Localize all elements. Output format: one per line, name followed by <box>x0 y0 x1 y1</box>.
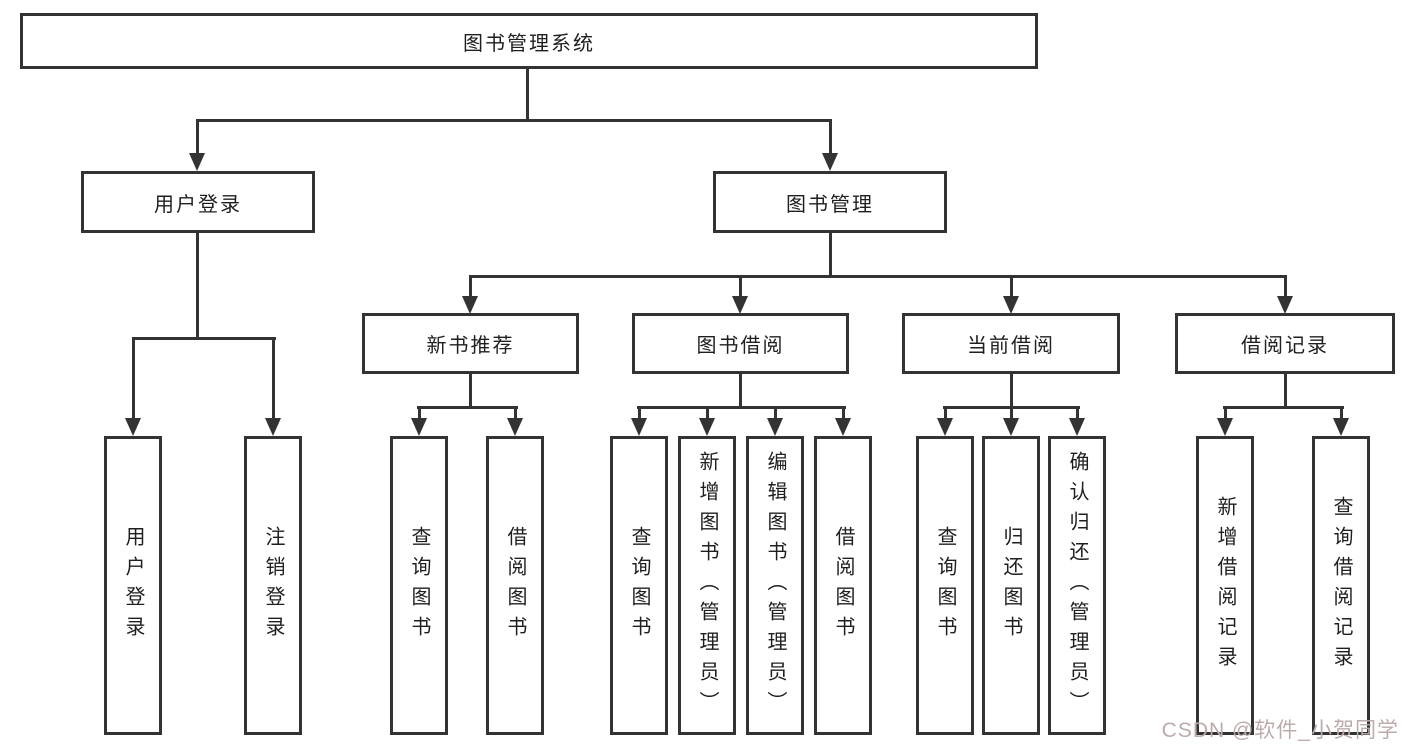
node-user-login: 用户登录 <box>81 171 315 233</box>
connector-line <box>739 275 742 298</box>
connector-line <box>637 406 846 409</box>
connector-line <box>1284 374 1287 408</box>
arrowhead-icon <box>1069 418 1085 436</box>
connector-line <box>706 406 709 420</box>
connector-line <box>739 374 742 408</box>
arrowhead-icon <box>699 418 715 436</box>
arrowhead-icon <box>1333 418 1349 436</box>
leaf-label: 查询图书 <box>628 525 650 646</box>
connector-line <box>514 406 517 420</box>
connector-line <box>1223 406 1344 409</box>
leaf-label: 新增图书（管理员） <box>696 450 718 721</box>
connector-line <box>1076 406 1079 420</box>
node-borrow-records: 借阅记录 <box>1175 313 1395 374</box>
node-label: 图书借阅 <box>696 335 785 357</box>
connector-line <box>1224 406 1227 420</box>
connector-line <box>469 275 472 298</box>
connector-line <box>829 119 832 155</box>
node-root: 图书管理系统 <box>20 13 1038 69</box>
node-label: 用户登录 <box>154 193 242 216</box>
connector-line <box>272 337 275 420</box>
connector-line <box>417 406 518 409</box>
connector-line <box>944 406 947 420</box>
arrowhead-icon <box>732 296 748 314</box>
leaf-return-books: 归还图书 <box>982 436 1040 735</box>
connector-line <box>526 69 529 120</box>
arrowhead-icon <box>937 418 953 436</box>
leaf-label: 借阅图书 <box>832 525 854 646</box>
node-label: 当前借阅 <box>967 335 1055 357</box>
leaf-add-books-admin: 新增图书（管理员） <box>678 436 736 735</box>
node-book-borrow: 图书借阅 <box>632 313 849 374</box>
arrowhead-icon <box>462 296 478 314</box>
node-root-label: 图书管理系统 <box>463 32 595 55</box>
connector-line <box>1010 275 1013 298</box>
leaf-query-books-2: 查询图书 <box>610 436 668 735</box>
leaf-confirm-return-admin: 确认归还（管理员） <box>1048 436 1106 735</box>
connector-line <box>1284 275 1287 298</box>
connector-line <box>132 337 276 340</box>
node-label: 图书管理 <box>786 193 874 216</box>
leaf-label: 编辑图书（管理员） <box>764 450 786 721</box>
leaf-borrow-books-2: 借阅图书 <box>814 436 872 735</box>
node-book-management: 图书管理 <box>713 171 947 233</box>
leaf-label: 注销登录 <box>262 525 284 646</box>
leaf-label: 借阅图书 <box>504 525 526 646</box>
connector-line <box>469 275 1287 278</box>
arrowhead-icon <box>1217 418 1233 436</box>
leaf-query-books-1: 查询图书 <box>390 436 448 735</box>
node-label: 新书推荐 <box>426 335 515 357</box>
arrowhead-icon <box>822 153 838 171</box>
arrowhead-icon <box>507 418 523 436</box>
connector-line <box>418 406 421 420</box>
connector-line <box>842 406 845 420</box>
node-current-borrow: 当前借阅 <box>902 313 1120 374</box>
leaf-label: 用户登录 <box>122 525 144 646</box>
leaf-label: 查询图书 <box>934 525 956 646</box>
leaf-user-login: 用户登录 <box>104 436 162 735</box>
connector-line <box>469 374 472 408</box>
leaf-query-books-3: 查询图书 <box>916 436 974 735</box>
arrowhead-icon <box>1003 418 1019 436</box>
node-label: 借阅记录 <box>1241 335 1329 357</box>
leaf-add-borrow-record: 新增借阅记录 <box>1196 436 1254 735</box>
node-new-book-recommend: 新书推荐 <box>362 313 579 374</box>
leaf-query-borrow-record: 查询借阅记录 <box>1312 436 1370 735</box>
leaf-logout: 注销登录 <box>244 436 302 735</box>
connector-line <box>1010 406 1013 420</box>
leaf-label: 查询图书 <box>408 525 430 646</box>
arrowhead-icon <box>189 153 205 171</box>
connector-line <box>196 119 832 122</box>
arrowhead-icon <box>631 418 647 436</box>
connector-line <box>1010 374 1013 408</box>
leaf-label: 查询借阅记录 <box>1330 495 1352 676</box>
connector-line <box>829 233 832 275</box>
arrowhead-icon <box>1003 296 1019 314</box>
arrowhead-icon <box>1277 296 1293 314</box>
leaf-label: 归还图书 <box>1000 525 1022 646</box>
leaf-label: 确认归还（管理员） <box>1066 450 1088 721</box>
connector-line <box>132 337 135 420</box>
arrowhead-icon <box>265 418 281 436</box>
connector-line <box>196 233 199 340</box>
leaf-label: 新增借阅记录 <box>1214 495 1236 676</box>
connector-line <box>774 406 777 420</box>
leaf-borrow-books-1: 借阅图书 <box>486 436 544 735</box>
arrowhead-icon <box>125 418 141 436</box>
arrowhead-icon <box>835 418 851 436</box>
arrowhead-icon <box>767 418 783 436</box>
connector-line <box>1340 406 1343 420</box>
connector-line <box>638 406 641 420</box>
leaf-edit-books-admin: 编辑图书（管理员） <box>746 436 804 735</box>
arrowhead-icon <box>411 418 427 436</box>
connector-line <box>196 119 199 155</box>
